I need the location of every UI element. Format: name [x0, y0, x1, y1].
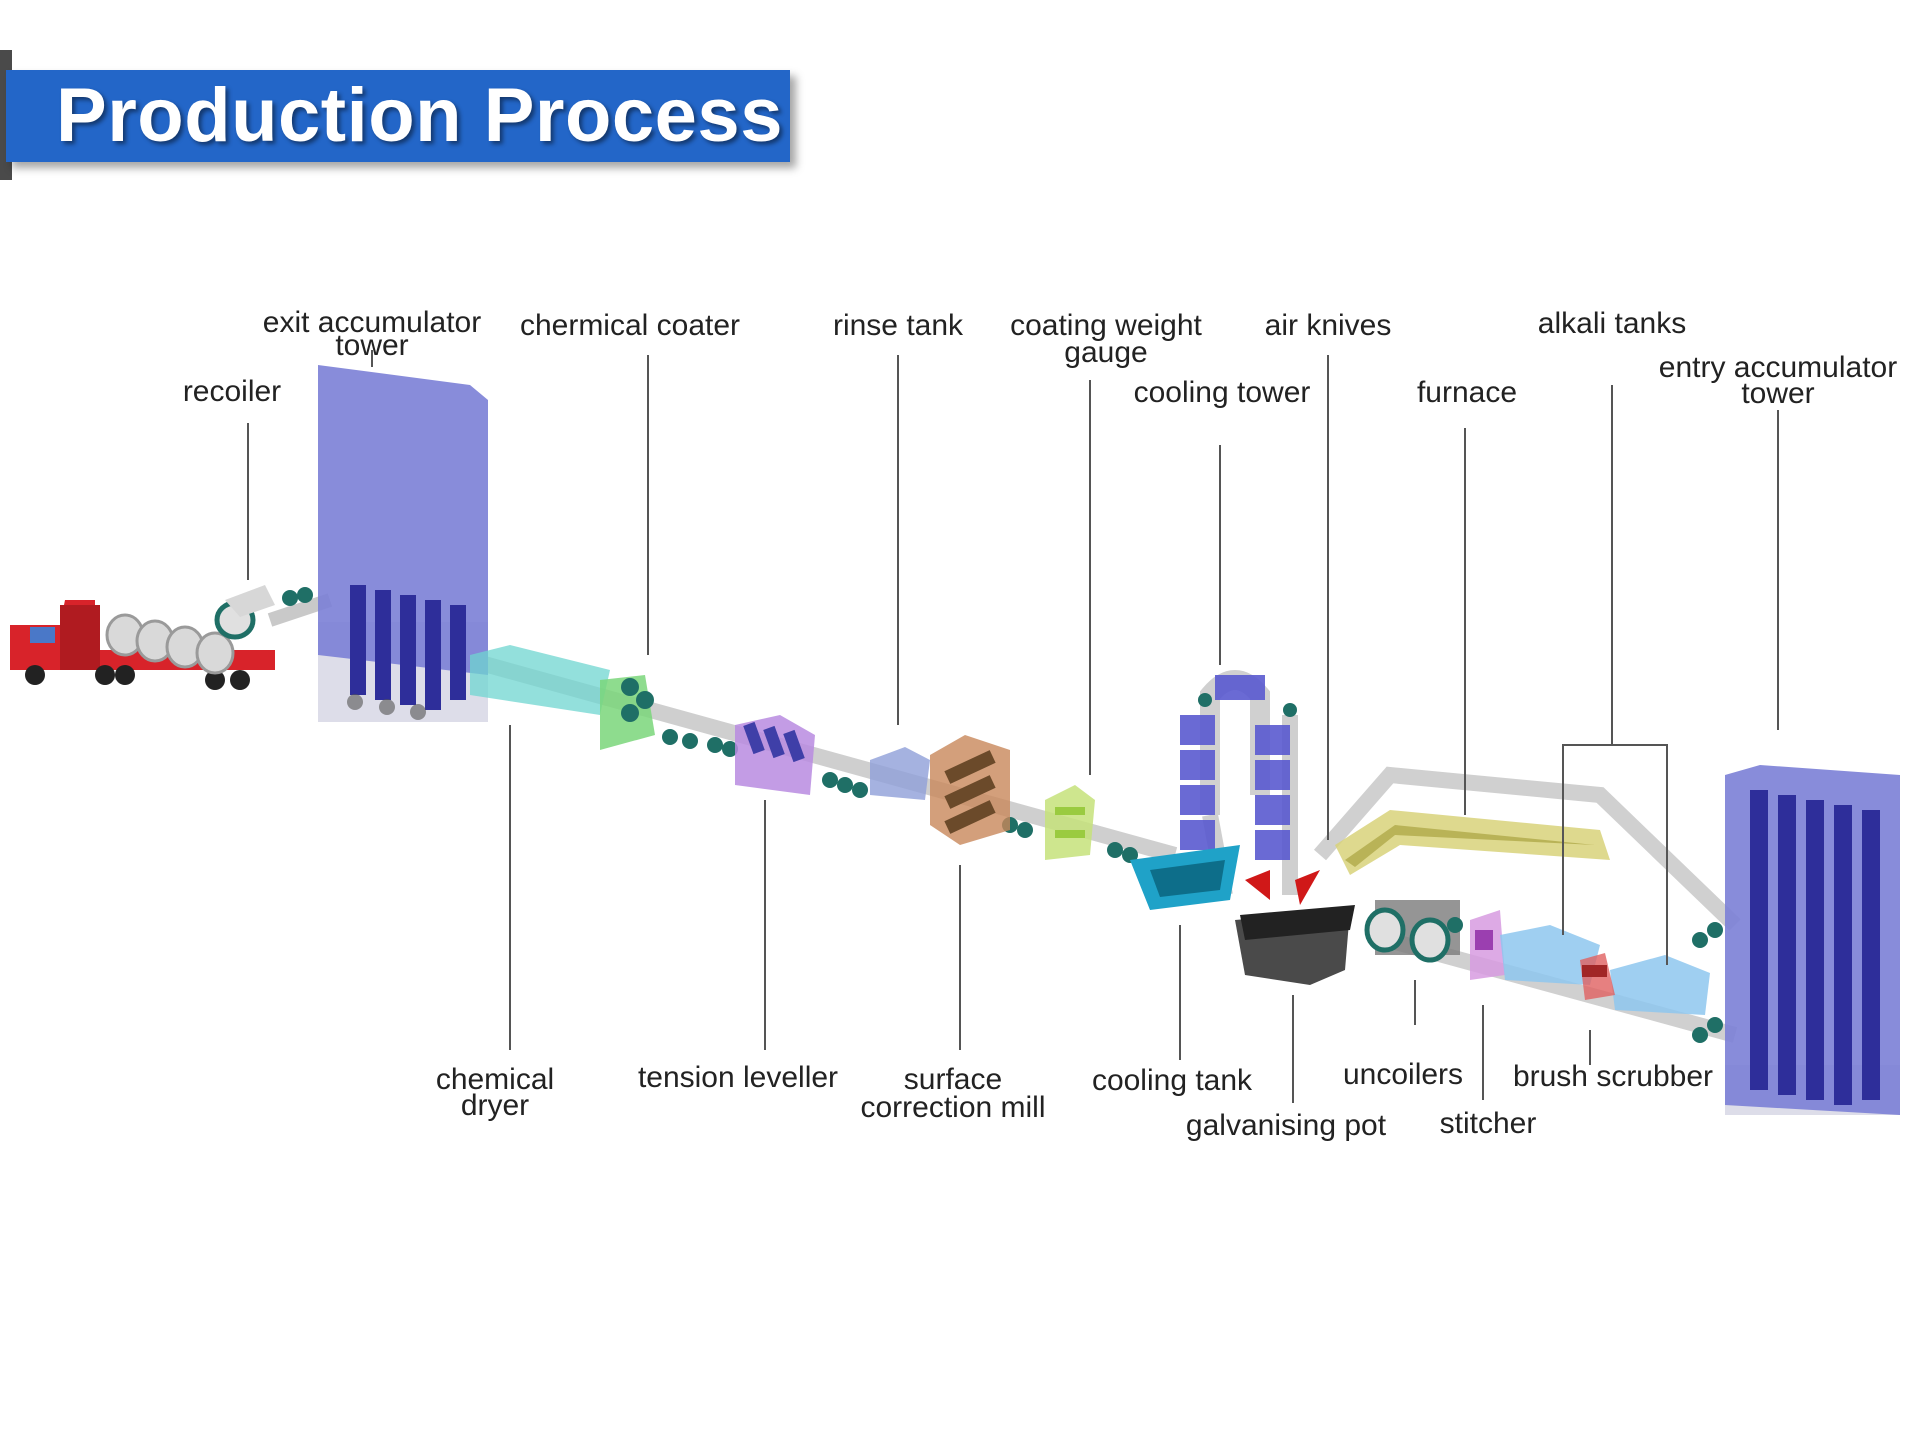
label-entry-accumulator-tower-line2: tower	[1741, 377, 1814, 410]
leader-lines	[247, 350, 1779, 1103]
label-exit-accumulator-tower-line1: exit accumulator	[263, 306, 481, 339]
furnace-unit	[1335, 810, 1610, 875]
label-entry-accumulator-tower-line1: entry accumulator	[1659, 351, 1897, 384]
label-uncoilers: uncoilers	[1343, 1058, 1463, 1091]
label-recoiler: recoiler	[183, 375, 281, 408]
surface-correction-mill-unit	[930, 735, 1010, 845]
label-surface-correction-mill-line2: correction mill	[860, 1091, 1045, 1124]
label-coating-weight-gauge-line2: gauge	[1064, 336, 1147, 369]
entry-accumulator-tower	[1692, 765, 1900, 1115]
stitcher-unit	[1470, 910, 1505, 980]
label-chemical-dryer-line2: dryer	[461, 1089, 529, 1122]
label-surface-correction-mill-line1: surface	[904, 1063, 1002, 1096]
rinse-tank-unit	[870, 747, 930, 800]
cooling-tank-unit	[1130, 845, 1240, 910]
label-galvanising-pot: galvanising pot	[1186, 1109, 1387, 1142]
guide-rollers	[662, 729, 1138, 863]
coating-weight-gauge-unit	[1045, 785, 1095, 860]
truck-with-coils	[10, 600, 275, 690]
label-alkali-tanks: alkali tanks	[1538, 307, 1686, 340]
uncoilers-unit	[1364, 900, 1463, 963]
cooling-tower-unit	[1180, 670, 1297, 860]
label-furnace: furnace	[1417, 376, 1517, 409]
label-exit-accumulator-tower-line2: tower	[335, 329, 408, 362]
label-tension-leveller: tension leveller	[638, 1061, 838, 1094]
production-line-diagram: recoiler exit accumulator tower chermica…	[10, 306, 1900, 1142]
air-knives-unit	[1245, 870, 1320, 905]
tension-leveller-unit	[735, 715, 815, 795]
label-stitcher: stitcher	[1440, 1107, 1537, 1140]
title-banner: Production Process	[6, 70, 790, 162]
labels: recoiler exit accumulator tower chermica…	[183, 306, 1897, 1142]
label-cooling-tank: cooling tank	[1092, 1064, 1253, 1097]
chemical-dryer-unit	[470, 645, 610, 715]
brush-scrubber-unit	[1580, 953, 1615, 1000]
label-air-knives: air knives	[1265, 309, 1392, 342]
alkali-tanks-unit	[1500, 925, 1710, 1015]
recoiler-unit	[214, 585, 313, 640]
exit-accumulator-tower	[318, 365, 488, 722]
page-title: Production Process	[56, 73, 783, 158]
label-rinse-tank: rinse tank	[833, 309, 964, 342]
label-cooling-tower: cooling tower	[1134, 376, 1311, 409]
label-chermical-coater: chermical coater	[520, 309, 740, 342]
chemical-coater-unit	[600, 675, 655, 750]
label-brush-scrubber: brush scrubber	[1513, 1060, 1713, 1093]
galvanising-pot-unit	[1235, 905, 1355, 985]
label-chemical-dryer-line1: chemical	[436, 1063, 554, 1096]
label-coating-weight-gauge-line1: coating weight	[1010, 309, 1202, 342]
